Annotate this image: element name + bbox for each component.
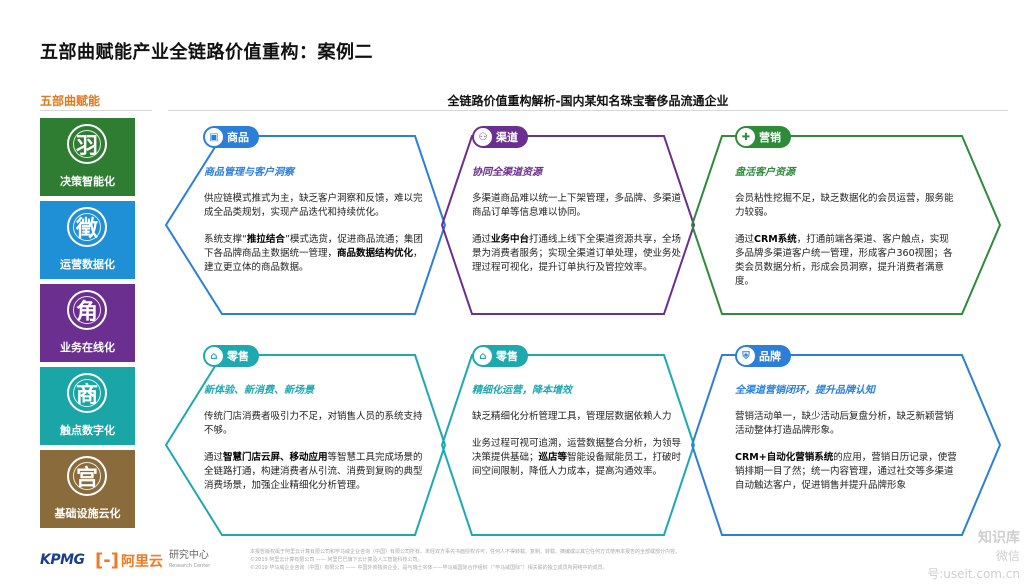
card-channel: 协同全渠道资源 多渠道商品难以统一上下架管理，多品牌、多渠道商品订单等信息难以协… [472,163,686,288]
tab-brand: ⛨品牌 [735,345,791,367]
seal-yu-icon: 羽 [67,124,107,164]
tile-decision: 羽 决策智能化 [40,118,135,196]
tile-label: 基础设施云化 [54,507,121,520]
card-solution: 业务过程可视可追溯，运营数据整合分析，为领导决策提供基础；巡店等智能设备赋能员工… [472,438,682,477]
network-icon: ⚇ [474,128,492,146]
card-solution: 通过CRM系统，打通前端各渠道、客户触点，实现多品牌多渠道客户统一管理，形成客户… [735,234,953,287]
card-title: 新体验、新消费、新场景 [204,385,314,396]
card-retail-2: 精细化运营，降本增效 缺乏精细化分析管理工具，管理层数据依赖人力 业务过程可视可… [472,381,686,492]
card-solution: 通过业务中台打通线上线下全渠道资源共享，全场景为消费者服务；实现全渠道订单处理，… [472,234,682,273]
tab-marketing: ✚营销 [735,126,791,148]
page-title: 五部曲赋能产业全链路价值重构：案例二 [40,42,373,63]
card-solution: 通过智慧门店云屏、移动应用等智慧工具完成场景的全链路打通，构建消费者从引流、消费… [204,452,423,491]
shield-icon: ⛨ [737,347,755,365]
store-icon: ⌂ [205,347,223,365]
hexagon-commodity [164,135,447,315]
left-divider [40,110,152,111]
footer-line: ©2019 毕马威企业咨询（中国）有限公司 —— 中国外商独资企业，是与瑞士实体… [250,565,608,571]
hexagon-retail-1 [164,354,447,536]
card-title: 协同全渠道资源 [472,167,542,178]
seal-gong-icon: 宫 [67,456,107,496]
tile-label: 运营数据化 [60,258,115,271]
tile-infrastructure: 宫 基础设施云化 [40,450,135,528]
store-icon: ⌂ [474,347,492,365]
seal-jue-icon: 角 [67,290,107,330]
card-problem: 会员粘性挖掘不足，缺乏数据化的会员运营，服务能力较弱。 [735,193,954,218]
aliyun-name: 阿里云 [120,553,163,570]
card-title: 盘活客户资源 [735,167,795,178]
watermark: 知识库 微信号:useit.com.cn [920,529,1020,583]
card-solution: 系统支撑“推拉结合”模式选货，促进商品流通；集团下各品牌商品主数据统一管理，商品… [204,234,423,273]
copyright-footer: 本报告版权属于阿里云计算有限公司和毕马威企业咨询（中国）有限公司所有。未经双方事… [250,548,810,572]
card-commodity: 商品管理与客户洞察 供应链模式推式为主，缺乏客户洞察和反馈，难以完成全品类规划，… [204,163,426,288]
main-heading: 全链路价值重构解析-国内某知名珠宝奢侈品流通企业 [447,94,729,108]
hexagon-retail-2 [440,354,696,536]
card-problem: 多渠道商品难以统一上下架管理，多品牌、多渠道商品订单等信息难以协同。 [472,193,682,218]
card-title: 精细化运营，降本增效 [472,385,572,396]
left-heading: 五部曲赋能 [40,94,101,108]
tile-operation: 徵 运营数据化 [40,201,135,279]
main-divider [168,110,1008,111]
tab-retail-1: ⌂零售 [203,345,259,367]
footer-line: 本报告版权属于阿里云计算有限公司和毕马威企业咨询（中国）有限公司所有。未经双方事… [250,549,681,555]
card-retail-1: 新体验、新消费、新场景 传统门店消费者吸引力不足，对销售人员的系统支持不够。 通… [204,381,426,506]
hexagon-brand [690,354,1002,536]
tile-touchpoint: 商 触点数字化 [40,367,135,445]
box-icon: ▣ [205,128,223,146]
seal-shang-icon: 商 [67,373,107,413]
footer-line: ©2019 阿里云计算有限公司 —— 阿里巴巴旗下云计算及人工智能科技公司。 [250,557,423,563]
card-problem: 缺乏精细化分析管理工具，管理层数据依赖人力 [472,411,672,422]
tab-commodity: ▣商品 [203,126,259,148]
tab-retail-2: ⌂零售 [472,345,528,367]
tile-label: 触点数字化 [60,424,115,437]
tab-channel: ⚇渠道 [472,126,528,148]
card-problem: 传统门店消费者吸引力不足，对销售人员的系统支持不够。 [204,411,423,436]
tile-label: 决策智能化 [60,175,115,188]
card-problem: 营销活动单一，缺少活动后复盘分析，缺乏新颖营销活动整体打造品牌形象。 [735,411,954,436]
gift-icon: ✚ [737,128,755,146]
tile-label: 业务在线化 [60,341,115,354]
seal-zhi-icon: 徵 [67,207,107,247]
hexagon-marketing [690,135,1002,315]
card-title: 全渠道营销闭环，提升品牌认知 [735,385,875,396]
card-title: 商品管理与客户洞察 [204,167,294,178]
card-problem: 供应链模式推式为主，缺乏客户洞察和反馈，难以完成全品类规划，实现产品迭代和持续优… [204,193,423,218]
aliyun-mark-icon: [-] [95,550,119,571]
card-solution: CRM+自动化营销系统的应用，营销日历记录，使营销排期一目了然；统一内容管理，通… [735,452,957,491]
kpmg-logo: KPMG [40,552,85,568]
tile-business: 角 业务在线化 [40,284,135,362]
watermark-line: 微信号:useit.com.cn [927,549,1020,581]
card-brand: 全渠道营销闭环，提升品牌认知 营销活动单一，缺少活动后复盘分析，缺乏新颖营销活动… [735,381,957,506]
hexagon-channel [440,135,696,315]
card-marketing: 盘活客户资源 会员粘性挖掘不足，缺乏数据化的会员运营，服务能力较弱。 通过CRM… [735,163,957,302]
watermark-line: 知识库 [978,530,1020,546]
